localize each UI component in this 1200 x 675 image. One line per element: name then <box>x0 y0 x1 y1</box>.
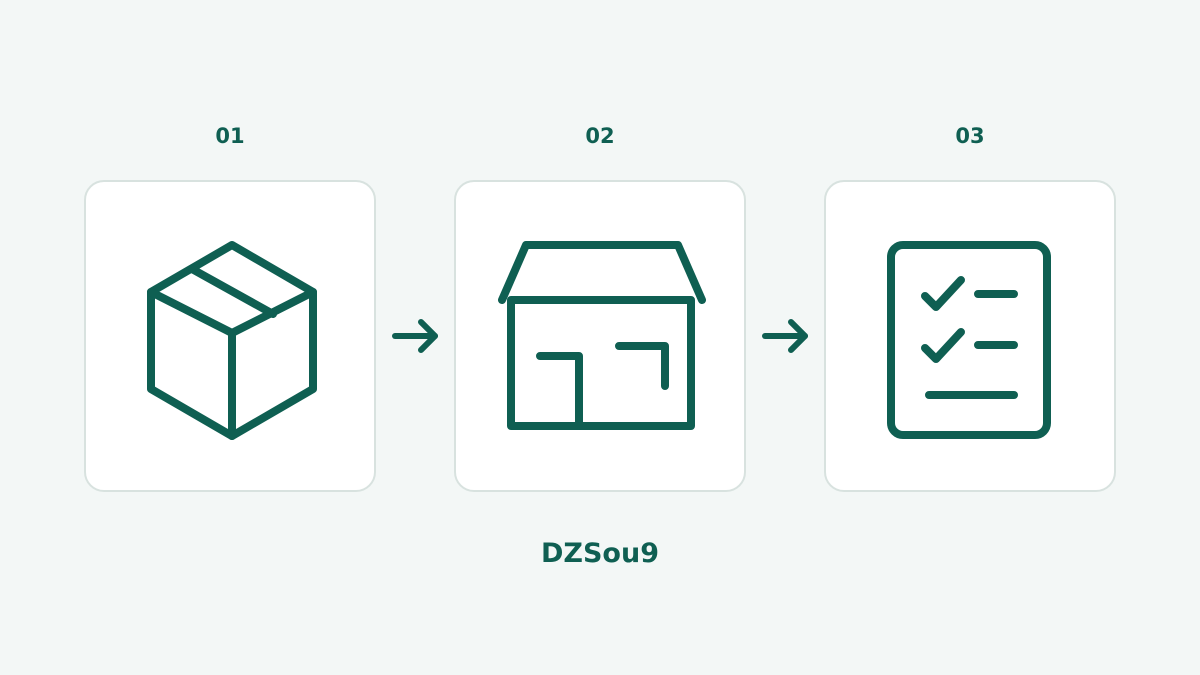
step-card-2 <box>454 180 746 492</box>
step-number-1: 01 <box>215 124 245 148</box>
arrow-right-icon <box>762 319 808 353</box>
checklist-icon <box>887 241 1051 439</box>
step-card-3 <box>824 180 1116 492</box>
caption-label: DZSou9 <box>541 538 659 569</box>
arrow-right-icon <box>392 319 438 353</box>
step-number-2: 02 <box>585 124 615 148</box>
step-card-1 <box>84 180 376 492</box>
storefront-icon <box>498 241 706 430</box>
package-box-icon <box>147 241 317 440</box>
step-number-3: 03 <box>955 124 985 148</box>
